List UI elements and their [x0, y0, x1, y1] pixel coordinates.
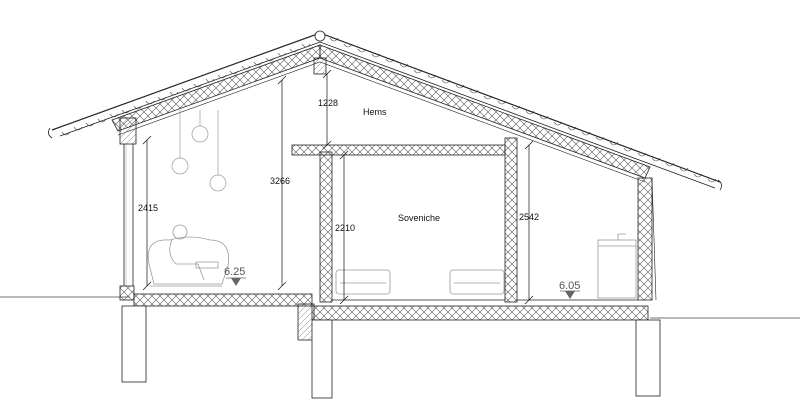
dim-ridge-height: 3266	[270, 176, 290, 186]
room-label-hems: Hems	[363, 107, 387, 117]
kitchen-counter	[597, 233, 637, 299]
level-marker-left: 6.25	[224, 266, 246, 286]
loft-floor-beam	[291, 144, 506, 156]
svg-text:6.25: 6.25	[224, 266, 245, 278]
dim-right-height: 2542	[519, 212, 539, 222]
left-exterior-wall	[119, 117, 137, 301]
dim-soveniche-height: 2210	[335, 223, 355, 233]
dimension-lines	[142, 69, 534, 305]
svg-text:6.05: 6.05	[559, 280, 580, 292]
ground-line	[0, 296, 800, 319]
ridge-block	[313, 57, 327, 75]
level-marker-right: 6.05	[559, 280, 580, 299]
dim-left-wall-height: 2415	[138, 203, 158, 213]
right-exterior-wall	[637, 177, 657, 301]
dim-hems-clearance: 1228	[318, 98, 338, 108]
interior-walls	[319, 137, 518, 303]
room-label-soveniche: Soveniche	[398, 213, 440, 223]
foundation-piers	[121, 305, 661, 399]
pendant-lamps	[171, 110, 227, 192]
roof-tiles	[48, 30, 722, 191]
armchair-with-person	[147, 224, 229, 287]
floor-slabs	[133, 293, 649, 341]
beds	[335, 269, 505, 295]
